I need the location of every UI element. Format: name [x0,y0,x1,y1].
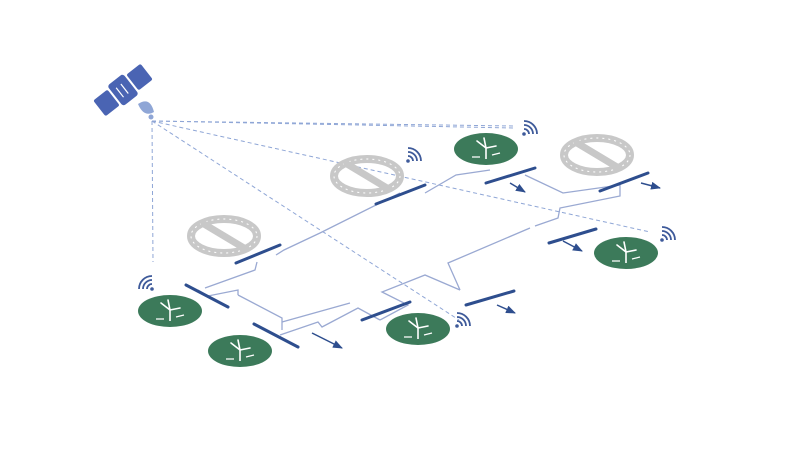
wind-turbine-icon [594,237,658,269]
solar-panel-right [127,64,152,90]
grid-line [524,174,621,194]
grid-line [424,169,491,194]
satellite-link [151,120,154,263]
grid-line [447,227,531,291]
wind-turbine-icon [208,335,272,367]
bus-bar [484,166,537,185]
solar-panel-left [94,90,119,116]
wind-turbine-icon [454,133,518,165]
grid-line [275,192,401,256]
load-arrow-icon [311,332,343,349]
bus-bar [184,283,230,309]
bus-bar [252,322,300,349]
wifi-signal-icon [455,312,471,328]
grid-line [281,302,351,323]
wind-turbine-icon [386,313,450,345]
satellite-link [151,120,515,127]
bus-bar [374,183,427,206]
wifi-signal-icon [138,275,154,291]
signal-indicators [138,120,676,328]
bus-bar [464,289,516,307]
load-arrows [311,181,661,349]
grid-line [279,307,381,336]
bus-bar [234,243,282,265]
load-arrow-icon [640,181,661,190]
bus-bar [547,227,598,245]
no-connection-icon [330,155,404,197]
load-arrow-icon [496,304,516,314]
load-arrow-icon [509,182,526,193]
satellite-link [151,120,460,321]
grid-line [534,185,621,227]
grid-wiring [197,169,621,336]
grid-line [237,294,283,330]
no-connection-icon [560,134,634,176]
grid-line [379,274,461,321]
wifi-signal-icon [522,120,538,136]
satellite-link [151,120,515,129]
bus-bar [360,300,412,322]
bus-bars [184,166,650,349]
load-arrow-icon [562,240,583,252]
bus-bar [598,171,650,193]
satellite-body [108,74,138,106]
wifi-signal-icon [660,226,676,242]
wifi-signal-icon [406,147,422,163]
antenna-dish-icon [138,101,154,120]
satellite-icon [94,64,152,116]
wind-turbine-icon [138,295,202,327]
grid-nodes [138,133,658,367]
no-connection-icon [187,215,261,257]
grid-line [204,261,258,289]
